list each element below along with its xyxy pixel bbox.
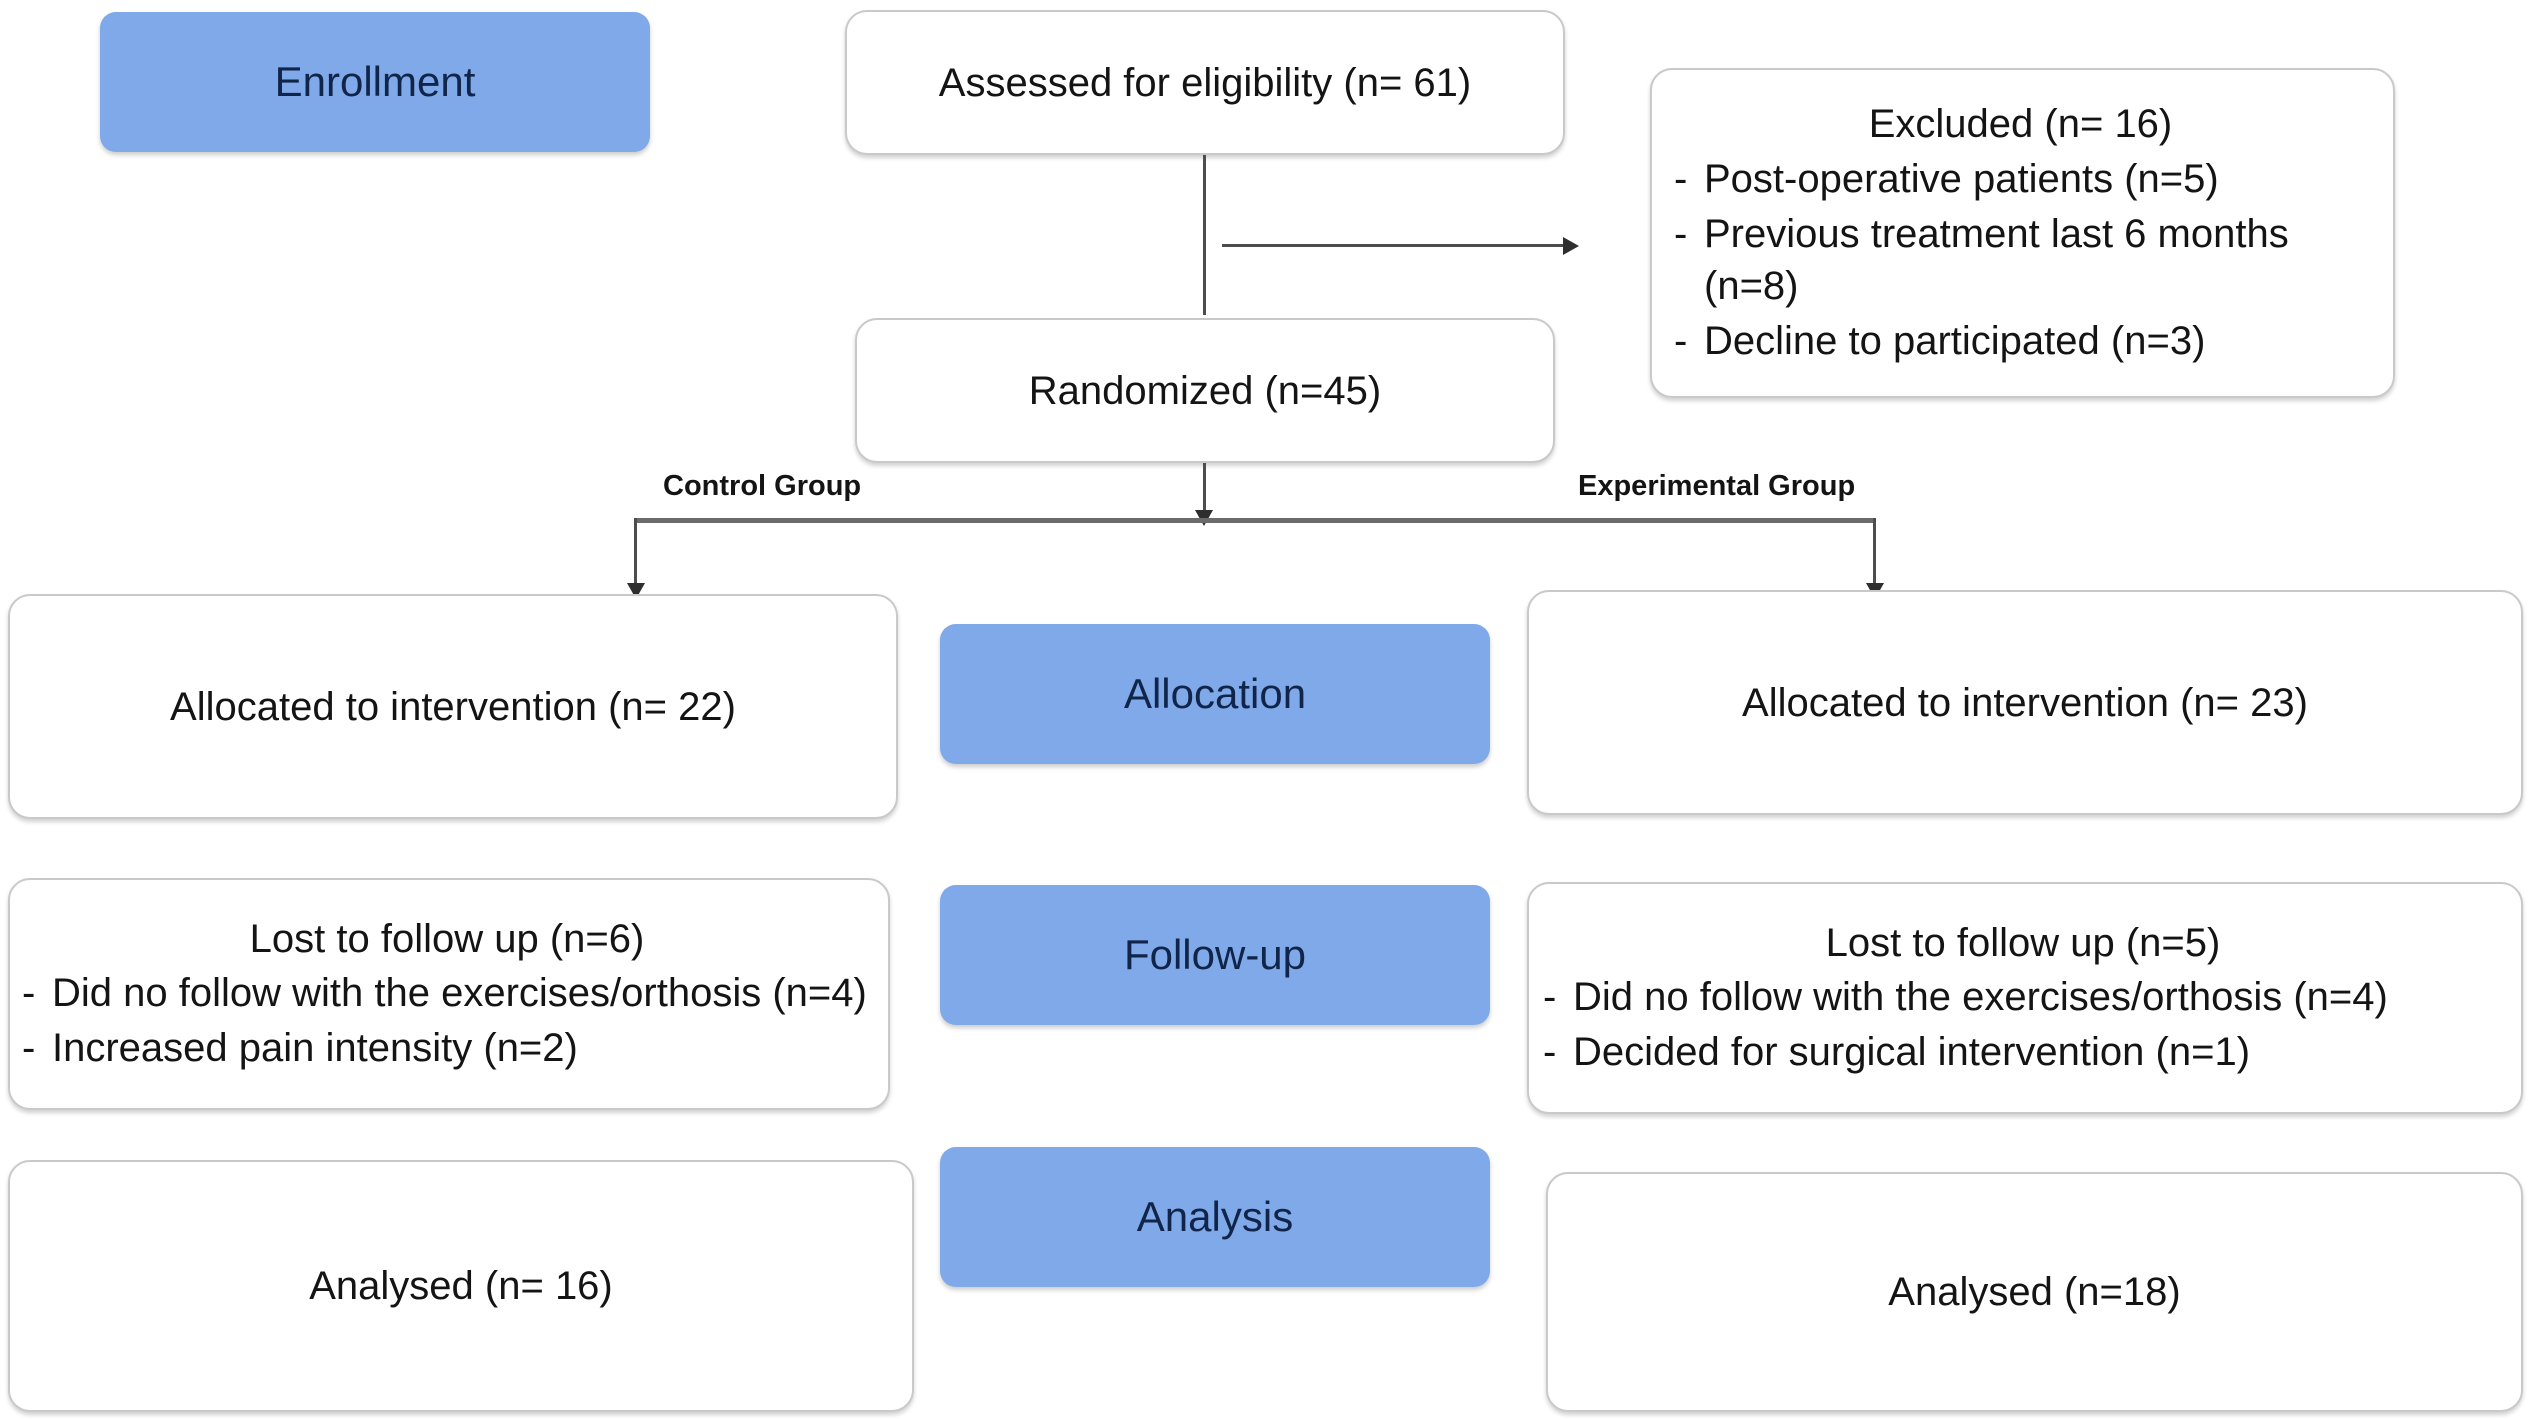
stage-label-analysis-text: Analysis xyxy=(1136,1193,1294,1240)
stage-label-allocation: Allocation xyxy=(940,624,1490,764)
box-excluded-reason-list: - Post-operative patients (n=5) - Previo… xyxy=(1674,153,2367,367)
box-excluded-header: Excluded (n= 16) xyxy=(1868,102,2173,147)
box-control-allocated-text: Allocated to intervention (n= 22) xyxy=(170,684,736,729)
stage-label-analysis: Analysis xyxy=(940,1147,1490,1287)
box-experimental-followup-header: Lost to follow up (n=5) xyxy=(1825,920,2221,965)
list-item-text: Decided for surgical intervention (n=1) xyxy=(1573,1030,2251,1075)
dash-bullet-icon: - xyxy=(22,971,36,1016)
box-control-analysed: Analysed (n= 16) xyxy=(8,1160,914,1412)
list-item: - Post-operative patients (n=5) xyxy=(1674,153,2367,205)
box-control-followup: Lost to follow up (n=6) - Did no follow … xyxy=(8,878,890,1110)
list-item: - Increased pain intensity (n=2) xyxy=(22,1022,872,1074)
box-experimental-analysed: Analysed (n=18) xyxy=(1546,1172,2523,1412)
box-randomized: Randomized (n=45) xyxy=(855,318,1555,463)
dash-bullet-icon: - xyxy=(22,1026,36,1071)
list-item: - Did no follow with the exercises/ortho… xyxy=(22,967,872,1019)
connector-randomized-stem xyxy=(1203,463,1206,515)
box-experimental-allocated-text: Allocated to intervention (n= 23) xyxy=(1742,680,2308,725)
connector-assessed-to-randomized xyxy=(1203,155,1206,315)
list-item: - Decline to participated (n=3) xyxy=(1674,315,2367,367)
connector-to-excluded xyxy=(1222,244,1567,247)
stage-label-enrollment: Enrollment xyxy=(100,12,650,152)
box-excluded: Excluded (n= 16) - Post-operative patien… xyxy=(1650,68,2395,398)
stage-label-followup-text: Follow-up xyxy=(1123,931,1307,978)
dash-bullet-icon: - xyxy=(1674,318,1688,363)
box-experimental-allocated: Allocated to intervention (n= 23) xyxy=(1527,590,2523,815)
box-control-followup-header: Lost to follow up (n=6) xyxy=(249,916,645,961)
arrowhead-to-excluded xyxy=(1563,237,1579,255)
stage-label-allocation-text: Allocation xyxy=(1123,670,1307,717)
box-experimental-followup: Lost to follow up (n=5) - Did no follow … xyxy=(1527,882,2523,1114)
box-experimental-followup-reason-list: - Did no follow with the exercises/ortho… xyxy=(1543,971,2503,1078)
connector-split-bar xyxy=(634,518,1876,523)
connector-split-left-drop xyxy=(634,518,637,590)
list-item-text: Increased pain intensity (n=2) xyxy=(52,1026,578,1071)
box-assessed-for-eligibility: Assessed for eligibility (n= 61) xyxy=(845,10,1565,155)
box-experimental-analysed-text: Analysed (n=18) xyxy=(1888,1270,2181,1314)
box-control-allocated: Allocated to intervention (n= 22) xyxy=(8,594,898,819)
list-item: - Decided for surgical intervention (n=1… xyxy=(1543,1026,2503,1078)
box-control-analysed-text: Analysed (n= 16) xyxy=(309,1264,613,1308)
list-item-text: Previous treatment last 6 months (n=8) xyxy=(1704,211,2289,308)
list-item-text: Decline to participated (n=3) xyxy=(1704,318,2206,363)
stage-label-followup: Follow-up xyxy=(940,885,1490,1025)
list-item-text: Did no follow with the exercises/orthosi… xyxy=(1573,975,2388,1020)
box-assessed-for-eligibility-text: Assessed for eligibility (n= 61) xyxy=(938,60,1472,105)
stage-label-enrollment-text: Enrollment xyxy=(274,58,476,105)
dash-bullet-icon: - xyxy=(1674,156,1688,201)
list-item: - Previous treatment last 6 months (n=8) xyxy=(1674,208,2367,312)
connector-split-right-drop xyxy=(1873,518,1876,590)
dash-bullet-icon: - xyxy=(1543,975,1557,1020)
box-randomized-text: Randomized (n=45) xyxy=(1028,368,1382,413)
dash-bullet-icon: - xyxy=(1543,1030,1557,1075)
branch-label-control-group: Control Group xyxy=(663,470,862,502)
list-item: - Did no follow with the exercises/ortho… xyxy=(1543,971,2503,1023)
box-control-followup-reason-list: - Did no follow with the exercises/ortho… xyxy=(22,967,872,1074)
dash-bullet-icon: - xyxy=(1674,211,1688,256)
list-item-text: Post-operative patients (n=5) xyxy=(1704,156,2219,201)
branch-label-experimental-group: Experimental Group xyxy=(1578,470,1856,502)
list-item-text: Did no follow with the exercises/orthosi… xyxy=(52,971,867,1016)
